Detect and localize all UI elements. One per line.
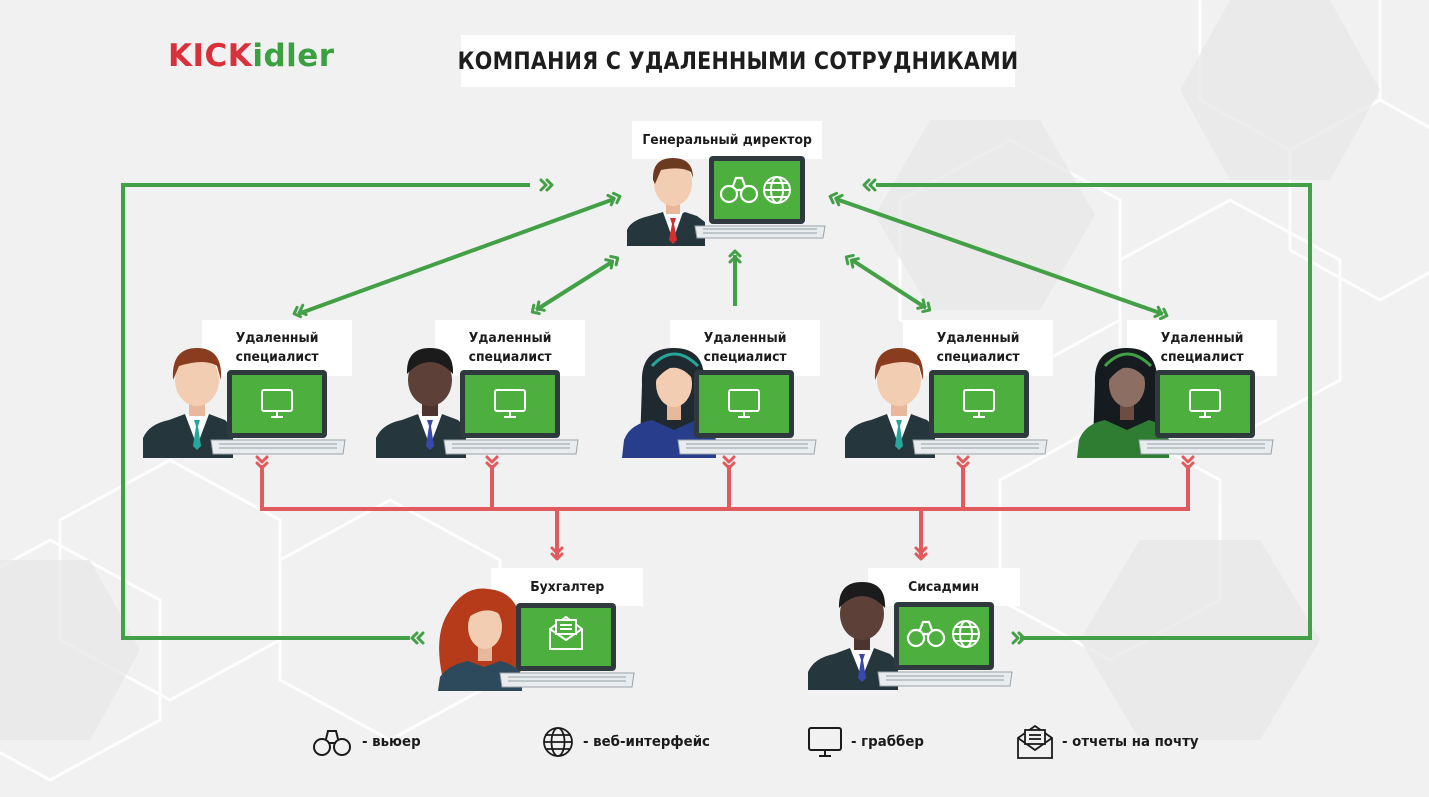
sysadmin-figure [808,582,1013,690]
specialist-label-1: Удаленный специалист [202,320,352,376]
monitor-icon [1189,389,1221,418]
specialist-avatar [1077,348,1169,458]
director-figure [627,156,826,246]
specialist-figure-1 [143,348,346,458]
legend-item-email-reports: - отчеты на почту [1016,724,1210,760]
binoculars-icon [719,176,759,204]
globe-icon [763,176,791,204]
specialist-laptop [677,370,817,455]
binoculars-icon [906,620,946,648]
specialist-laptop [210,370,346,455]
envelope-icon [549,615,583,650]
binoculars-icon [313,730,351,756]
specialist-avatar [143,348,233,458]
specialist-figure-2 [376,348,579,458]
specialist-figure-3 [622,348,817,458]
legend-item-web-interface: - веб-интерфейс [541,726,721,758]
globe-icon [543,727,573,757]
monitor-icon [728,389,760,418]
legend-item-viewer: - вьюер [312,727,426,757]
director-avatar [627,158,705,246]
specialist-laptop [912,370,1048,455]
accountant-label: Бухгалтер [491,568,643,606]
accountant-avatar [438,588,525,691]
specialist-label-2: Удаленный специалист [435,320,585,376]
monitor-icon [261,389,293,418]
director-laptop [694,156,826,239]
red-data-lines [260,465,1190,557]
specialist-label-4: Удаленный специалист [903,320,1053,376]
sysadmin-avatar [808,582,898,690]
legend-item-grabber: - граббер [807,726,930,758]
kickidler-logo: KICKidler [168,38,335,74]
monitor-icon [808,727,842,757]
sysadmin-label: Сисадмин [868,568,1020,606]
globe-icon [952,620,980,648]
sysadmin-laptop [877,602,1013,687]
specialist-avatar [376,348,466,458]
specialist-laptop [1138,370,1274,455]
specialist-laptop [443,370,579,455]
accountant-laptop [499,603,635,688]
monitor-icon [494,389,526,418]
specialist-figure-5 [1077,348,1274,458]
specialist-figure-4 [845,348,1048,458]
green-report-lines [121,183,1312,640]
accountant-figure [438,588,635,691]
monitor-icon [963,389,995,418]
page-title: КОМПАНИЯ С УДАЛЕННЫМИ СОТРУДНИКАМИ [458,35,1018,87]
director-label: Генеральный директор [632,121,822,159]
envelope-icon [1017,724,1053,759]
specialist-avatar [845,348,935,458]
